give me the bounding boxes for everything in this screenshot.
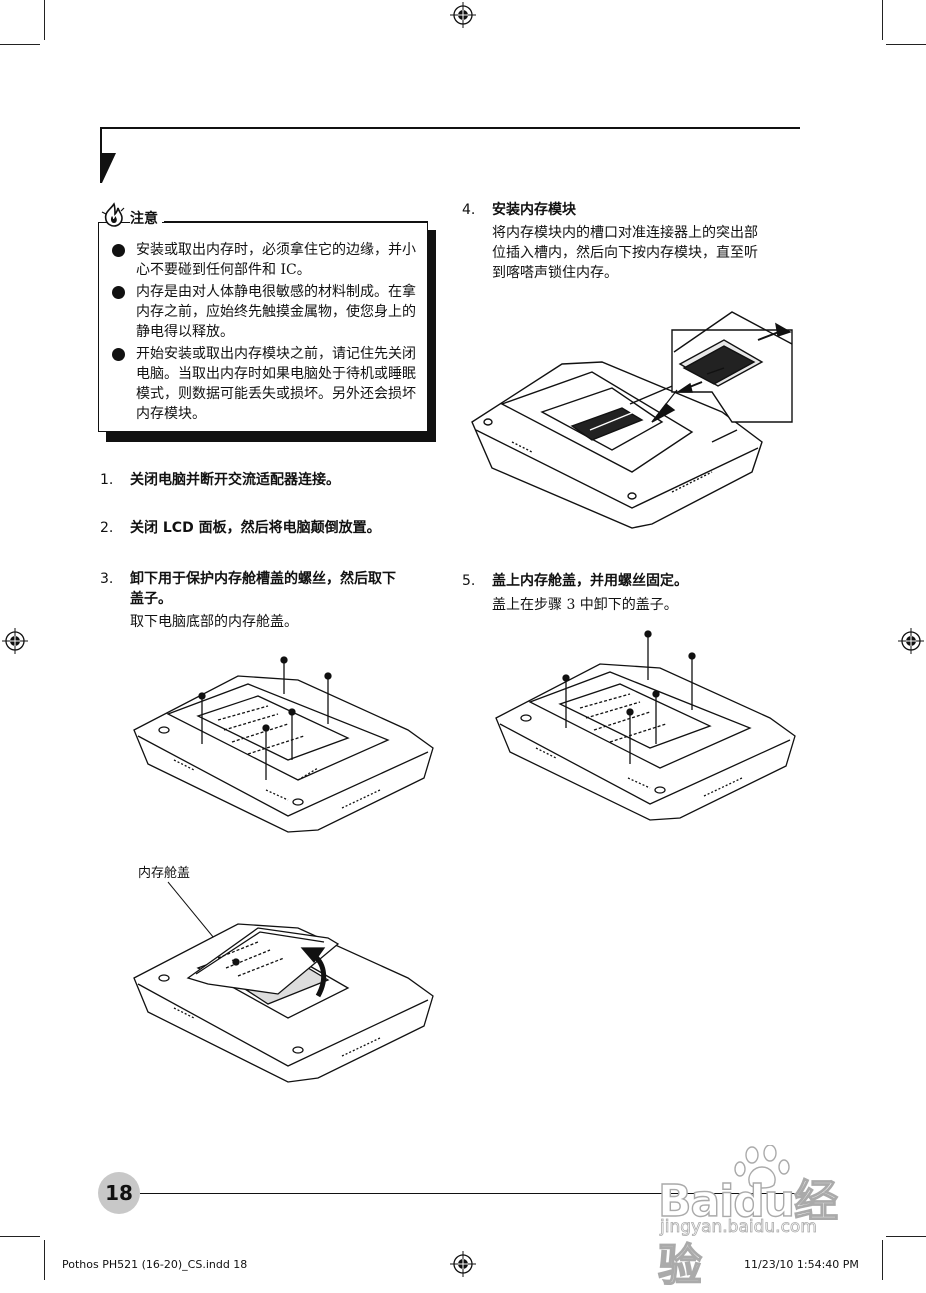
caution-list: 安装或取出内存时，必须拿住它的边缘，并小心不要碰到任何部件和 IC。 内存是由对…	[112, 240, 424, 426]
laptop-cover-lifted-illustration	[133, 881, 434, 1083]
paw-icon	[734, 1145, 790, 1189]
bullet-icon	[112, 244, 125, 257]
crop-mark	[886, 1236, 926, 1237]
header-rule	[100, 127, 800, 129]
flame-warning-icon	[101, 202, 125, 227]
registration-mark-icon	[898, 628, 924, 654]
step-1: 1. 关闭电脑并断开交流适配器连接。	[100, 472, 340, 488]
laptop-screws-removed-illustration	[133, 656, 434, 833]
watermark: Baidu经验 jingyan.baidu.com	[657, 1145, 868, 1292]
crop-mark	[0, 44, 40, 45]
registration-mark-icon	[2, 628, 28, 654]
list-item: 开始安装或取出内存模块之前，请记住先关闭电脑。当取出内存时如果电脑处于待机或睡眠…	[112, 344, 424, 424]
step-2: 2. 关闭 LCD 面板，然后将电脑颠倒放置。	[100, 520, 381, 536]
step-4: 4. 安装内存模块 将内存模块内的槽口对准连接器上的突出部 位插入槽内，然后向下…	[462, 202, 758, 281]
list-item: 内存是由对人体静电很敏感的材料制成。在拿内存之前，应始终先触摸金属物，使您身上的…	[112, 282, 424, 342]
crop-mark	[882, 1240, 883, 1280]
caution-title-rule	[164, 221, 428, 223]
crop-mark	[0, 1236, 40, 1237]
step-3: 3. 卸下用于保护内存舱槽盖的螺丝，然后取下 盖子。 取下电脑底部的内存舱盖。	[100, 571, 396, 630]
footer-rule	[140, 1193, 800, 1194]
laptop-memory-install-illustration	[471, 311, 793, 529]
page-number: 18	[105, 1181, 133, 1205]
caution-title: 注意	[130, 208, 162, 228]
figure-label: 内存舱盖	[138, 866, 191, 881]
bullet-icon	[112, 286, 125, 299]
caution-box	[98, 222, 428, 432]
header-tab-marker	[100, 127, 116, 183]
crop-mark	[44, 0, 45, 40]
crop-mark	[882, 0, 883, 40]
list-item: 安装或取出内存时，必须拿住它的边缘，并小心不要碰到任何部件和 IC。	[112, 240, 424, 280]
registration-mark-icon	[450, 2, 476, 28]
watermark-sub: jingyan.baidu.com	[660, 1217, 818, 1238]
page-number-badge	[98, 1172, 140, 1214]
bullet-icon	[112, 348, 125, 361]
crop-mark	[886, 44, 926, 45]
registration-mark-icon	[450, 1251, 476, 1277]
crop-mark	[44, 1240, 45, 1280]
laptop-cover-replaced-illustration	[495, 630, 796, 821]
footer-file-info: Pothos PH521 (16-20)_CS.indd 18	[62, 1258, 248, 1271]
step-5: 5. 盖上内存舱盖，并用螺丝固定。 盖上在步骤 3 中卸下的盖子。	[462, 573, 688, 613]
footer-timestamp: 11/23/10 1:54:40 PM	[744, 1258, 859, 1271]
